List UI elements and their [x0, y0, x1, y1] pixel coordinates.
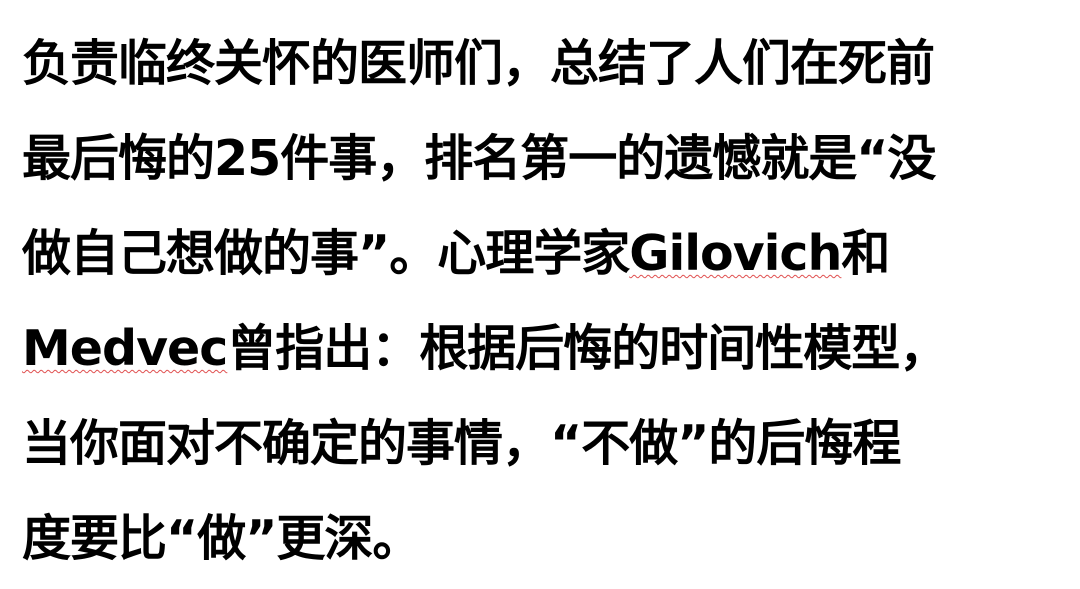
- line-text: 做自己想做的事”。心理学家: [22, 225, 630, 282]
- line-text: 度要比“做”更深。: [22, 510, 421, 567]
- paragraph-line-2: 最后悔的25件事，排名第一的遗憾就是“没: [22, 111, 1072, 206]
- line-text: 和: [841, 225, 890, 282]
- line-text: 当你面对不确定的事情，“不做”的后悔程: [22, 415, 901, 472]
- spellcheck-flagged-word-gilovich[interactable]: Gilovich: [629, 225, 842, 282]
- paragraph-line-6: 度要比“做”更深。: [22, 491, 1072, 586]
- document-body: 负责临终关怀的医师们，总结了人们在死前 最后悔的25件事，排名第一的遗憾就是“没…: [22, 16, 1072, 586]
- spellcheck-flagged-word-medvec[interactable]: Medvec: [22, 320, 228, 377]
- paragraph-line-5: 当你面对不确定的事情，“不做”的后悔程: [22, 396, 1072, 491]
- paragraph-line-1: 负责临终关怀的医师们，总结了人们在死前: [22, 16, 1072, 111]
- line-text: 负责临终关怀的医师们，总结了人们在死前: [22, 35, 935, 92]
- paragraph-line-3: 做自己想做的事”。心理学家Gilovich和: [22, 206, 1072, 301]
- line-text: 曾指出：根据后悔的时间性模型，: [227, 320, 948, 377]
- paragraph-line-4: Medvec曾指出：根据后悔的时间性模型，: [22, 301, 1072, 396]
- line-text: 最后悔的25件事，排名第一的遗憾就是“没: [22, 130, 936, 187]
